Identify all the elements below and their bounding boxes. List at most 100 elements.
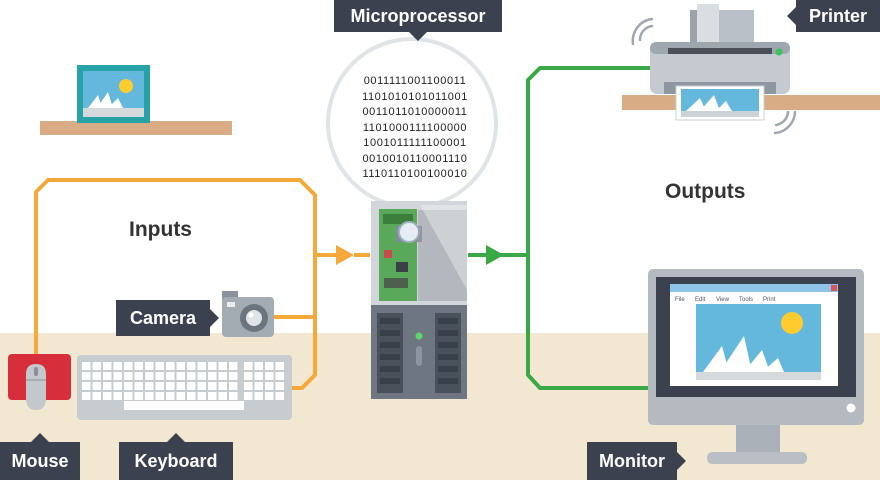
- keyboard-key: [187, 382, 196, 390]
- keyboard-key: [166, 382, 175, 390]
- keyboard-key: [218, 392, 227, 400]
- keyboard-key: [275, 372, 284, 380]
- keyboard-key: [275, 382, 284, 390]
- keyboard-key: [103, 372, 112, 380]
- keyboard-key: [155, 372, 164, 380]
- keyboard-key: [275, 362, 284, 370]
- keyboard-key: [208, 362, 217, 370]
- keyboard-key: [176, 392, 185, 400]
- keyboard-keys: [82, 362, 284, 400]
- keyboard-key: [82, 392, 91, 400]
- keyboard-key: [134, 382, 143, 390]
- binary-code: 0011111001100011 1101010101011001 001101…: [330, 74, 500, 183]
- keyboard-key: [113, 392, 122, 400]
- keyboard-key: [197, 382, 206, 390]
- monitor-wire: [526, 255, 650, 390]
- keyboard-key: [113, 382, 122, 390]
- keyboard-key: [229, 382, 238, 390]
- keyboard-key: [244, 372, 253, 380]
- keyboard-key: [275, 392, 284, 400]
- keyboard-key: [82, 382, 91, 390]
- printer-wire: [526, 66, 652, 255]
- input-arrow: [336, 245, 354, 265]
- keyboard-key: [155, 362, 164, 370]
- keyboard-key: [103, 392, 112, 400]
- binary-line: 0011011010000011: [362, 106, 468, 118]
- binary-line: 1110110100100010: [362, 168, 468, 180]
- keyboard-label: Keyboard: [119, 433, 233, 480]
- keyboard-key: [244, 382, 253, 390]
- keyboard-key: [92, 382, 101, 390]
- output-arrow: [486, 245, 504, 265]
- binary-line: 1101000111100000: [362, 121, 468, 134]
- monitor-label: Monitor: [587, 442, 686, 480]
- keyboard-key: [244, 392, 253, 400]
- keyboard-key: [208, 392, 217, 400]
- keyboard-key: [197, 392, 206, 400]
- keyboard-key: [82, 362, 91, 370]
- keyboard-key: [124, 382, 133, 390]
- menu-item-view[interactable]: View: [716, 297, 730, 303]
- keyboard-key: [176, 362, 185, 370]
- keyboard-key: [208, 382, 217, 390]
- keyboard-key: [134, 362, 143, 370]
- binary-line: 0010010110001110: [362, 152, 468, 165]
- keyboard-key: [134, 372, 143, 380]
- keyboard-key: [229, 362, 238, 370]
- keyboard-device: [77, 355, 292, 420]
- keyboard-key: [265, 372, 274, 380]
- keyboard-key: [103, 382, 112, 390]
- keyboard-key: [124, 372, 133, 380]
- keyboard-key: [124, 362, 133, 370]
- keyboard-key: [124, 392, 133, 400]
- camera-device: [222, 291, 274, 337]
- menu-item-tools[interactable]: Tools: [739, 297, 753, 303]
- keyboard-key: [254, 372, 263, 380]
- keyboard-key: [103, 362, 112, 370]
- keyboard-key: [187, 372, 196, 380]
- keyboard-key: [197, 372, 206, 380]
- mouse-label: Mouse: [0, 433, 80, 480]
- menu-item-edit[interactable]: Edit: [695, 297, 706, 303]
- inputs-heading: Inputs: [129, 218, 192, 241]
- printer-label: Printer: [787, 0, 880, 32]
- keyboard-key: [176, 372, 185, 380]
- menu-item-file[interactable]: File: [675, 297, 685, 303]
- keyboard-key: [218, 362, 227, 370]
- monitor-device: [648, 269, 864, 464]
- printer-device: [650, 4, 790, 121]
- keyboard-key: [92, 362, 101, 370]
- wall-picture: [77, 65, 150, 123]
- monitor-menu-bar: File Edit View Tools Print: [675, 297, 776, 303]
- outputs-heading: Outputs: [665, 180, 746, 203]
- keyboard-key: [82, 372, 91, 380]
- wall-shelf: [40, 121, 232, 135]
- binary-line: 0011111001100011: [363, 75, 467, 87]
- keyboard-key: [92, 392, 101, 400]
- microprocessor-label: Microprocessor: [334, 0, 502, 41]
- menu-item-print[interactable]: Print: [763, 297, 776, 303]
- keyboard-key: [265, 382, 274, 390]
- binary-line: 1101010101011001: [362, 90, 468, 103]
- keyboard-key: [229, 392, 238, 400]
- mouse-device: [8, 354, 71, 410]
- keyboard-key: [92, 372, 101, 380]
- keyboard-key: [197, 362, 206, 370]
- keyboard-key: [176, 382, 185, 390]
- keyboard-key: [145, 392, 154, 400]
- keyboard-key: [265, 392, 274, 400]
- keyboard-key: [134, 392, 143, 400]
- keyboard-key: [166, 392, 175, 400]
- keyboard-key: [218, 382, 227, 390]
- keyboard-key: [145, 372, 154, 380]
- keyboard-key: [229, 372, 238, 380]
- keyboard-key: [155, 392, 164, 400]
- keyboard-key: [254, 392, 263, 400]
- keyboard-key: [254, 362, 263, 370]
- keyboard-key: [254, 382, 263, 390]
- computer-tower: [371, 201, 467, 399]
- printer-signal-icon: [631, 17, 797, 135]
- camera-label: Camera: [116, 300, 219, 336]
- keyboard-key: [145, 382, 154, 390]
